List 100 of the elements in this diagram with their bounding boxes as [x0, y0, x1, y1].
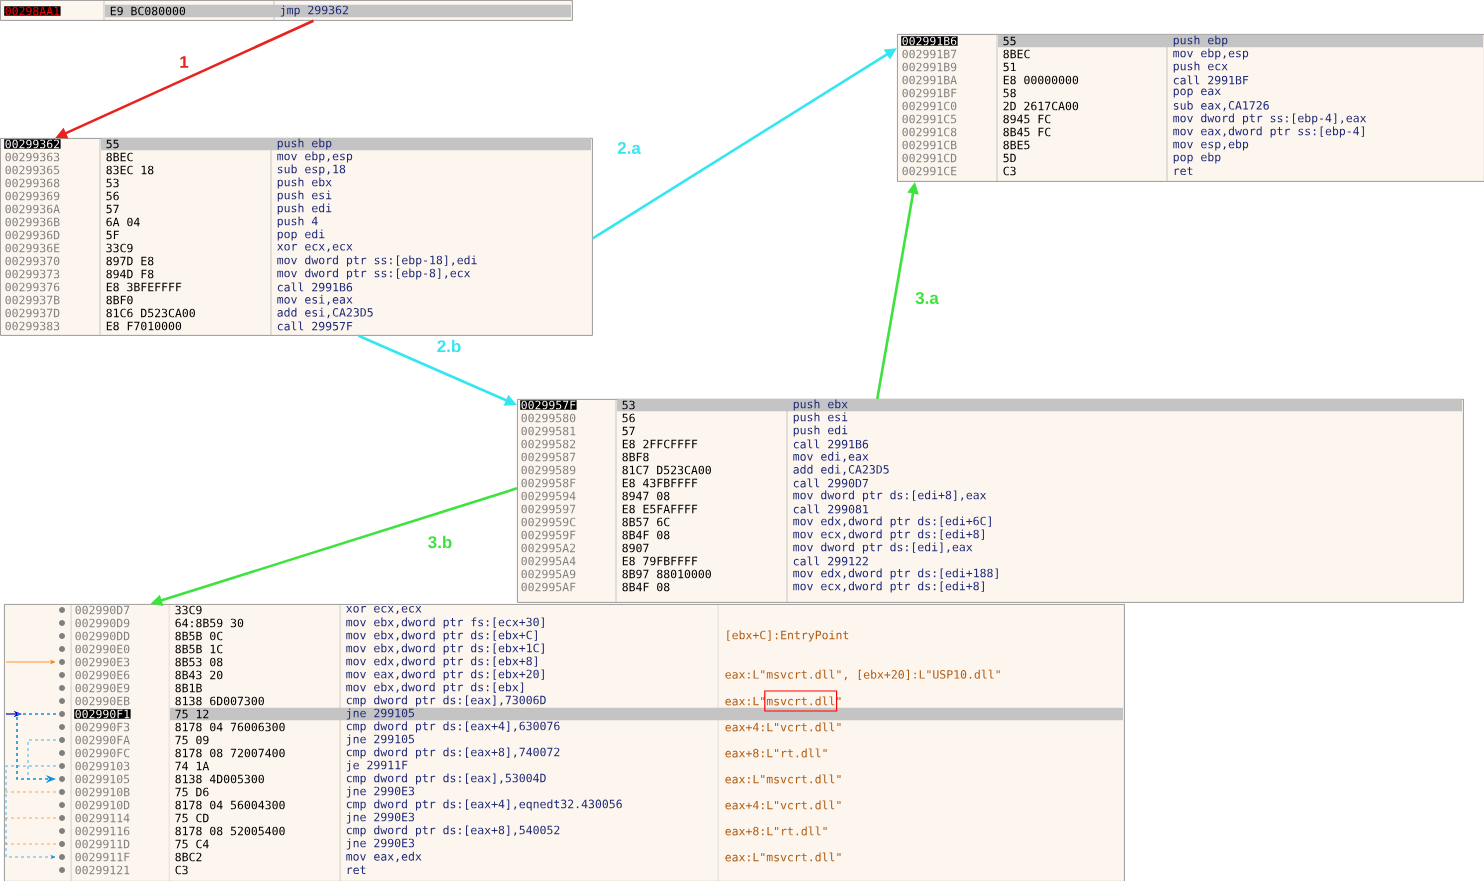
instruction: mov eax,dword ptr ds:[ebx+20]	[346, 669, 544, 681]
instruction: jne 2990E3	[346, 838, 415, 850]
instruction: cmp dword ptr ds:[eax],73006D	[346, 695, 546, 707]
hex-bytes: E8 E5FAFFFF	[622, 504, 698, 514]
instruction: call 29957F	[277, 321, 353, 331]
instruction: je 29911F	[346, 760, 408, 772]
hex-bytes: 8BF0	[106, 295, 133, 305]
address: 002991C8	[902, 127, 957, 137]
address: 002990F1	[74, 709, 131, 719]
address: 00299103	[75, 761, 130, 771]
instruction: mov edi,eax	[793, 451, 869, 463]
instruction: xor ecx,ecx	[277, 243, 353, 253]
instruction: call 2991BF	[1173, 75, 1249, 85]
hex-bytes: 8178 04 76006300	[175, 722, 285, 732]
address: 00299370	[5, 256, 60, 266]
instruction: mov dword ptr ss:[ebp-4],eax	[1173, 113, 1367, 125]
hex-bytes: 55	[1003, 36, 1016, 46]
address: 002990D7	[75, 605, 130, 615]
instruction: call 299081	[793, 504, 869, 514]
address: 002990D9	[75, 618, 130, 628]
hex-bytes: 8B45 FC	[1003, 127, 1051, 137]
comment: eax:L"msvcrt.dll", [ebx+20]:L"USP10.dll"	[725, 669, 1000, 681]
instruction: jne 299105	[346, 708, 414, 720]
instruction: jne 2990E3	[346, 786, 415, 798]
hex-bytes: 8B4F 08	[622, 582, 670, 592]
instruction: mov edx,dword ptr ds:[ebx+8]	[346, 656, 537, 668]
hex-bytes: 8945 FC	[1003, 114, 1051, 124]
address: 00298AA1	[4, 6, 61, 16]
address: 0029936E	[5, 243, 60, 253]
instruction: mov ebx,dword ptr fs:[ecx+30]	[346, 617, 544, 629]
instruction: mov dword ptr ds:[edi],eax	[793, 542, 973, 554]
hex-bytes: 81C7 D523CA00	[622, 465, 711, 475]
instruction: push esi	[793, 412, 848, 424]
hex-bytes: 8BF8	[622, 452, 649, 462]
instruction: pop eax	[1173, 88, 1221, 98]
instruction: mov esi,eax	[277, 294, 353, 306]
instruction: call 299122	[793, 556, 868, 566]
hex-bytes: 8178 04 56004300	[175, 800, 285, 810]
hex-bytes: 53	[622, 400, 635, 410]
instruction: ret	[1174, 166, 1193, 176]
hex-bytes: 8B43 20	[175, 670, 223, 680]
address: 00299589	[521, 465, 576, 475]
instruction: mov dword ptr ds:[edi+8],eax	[793, 490, 987, 502]
address: 0029911F	[75, 852, 130, 862]
address: 002990F3	[75, 722, 130, 732]
comment: eax+8:L"rt.dll"	[725, 748, 827, 758]
hex-bytes: 51	[1003, 62, 1016, 72]
address: 002991B7	[902, 49, 957, 59]
instruction: push ecx	[1173, 61, 1228, 73]
hex-bytes: 33C9	[106, 243, 133, 253]
instruction: add edi,CA23D5	[793, 464, 889, 476]
instruction: pop ebp	[1173, 152, 1221, 164]
hex-bytes: 8B4F 08	[622, 530, 670, 540]
instruction: cmp dword ptr ds:[eax+4],630076	[346, 721, 560, 733]
hex-bytes: 8BC2	[175, 852, 202, 862]
address: 002991BF	[902, 88, 957, 98]
address: 00299594	[521, 491, 576, 501]
address: 00299121	[75, 865, 130, 875]
address: 00299114	[75, 813, 130, 823]
hex-bytes: 897D E8	[106, 256, 154, 266]
address: 002991BA	[902, 75, 957, 85]
address: 002995A9	[521, 569, 576, 579]
hex-bytes: 5D	[1003, 153, 1016, 163]
hex-bytes: 58	[1003, 88, 1016, 98]
address: 002995AF	[521, 582, 576, 592]
instruction: mov edx,dword ptr ds:[edi+188]	[793, 568, 998, 580]
address: 002990E3	[75, 657, 130, 667]
address: 002990DD	[75, 631, 130, 641]
instruction: ret	[347, 865, 366, 875]
address: 00299105	[75, 774, 130, 784]
instruction: mov ebx,dword ptr ds:[ebx+1C]	[346, 643, 544, 655]
edge-label: 3.a	[913, 290, 941, 306]
address: 002990E0	[75, 644, 130, 654]
instruction: mov eax,edx	[346, 851, 422, 863]
hex-bytes: 8BEC	[106, 152, 133, 162]
hex-bytes: 8947 08	[622, 491, 670, 501]
comment: eax+8:L"rt.dll"	[725, 826, 827, 836]
address: 00299582	[521, 439, 576, 449]
instruction: push edi	[793, 425, 848, 437]
instruction: mov esp,ebp	[1173, 139, 1249, 151]
instruction: jne 2990E3	[346, 812, 415, 824]
address: 00299362	[4, 139, 61, 149]
hex-bytes: 8B1B	[175, 683, 202, 693]
hex-bytes: 8138 6D007300	[175, 696, 264, 706]
instruction: mov ebx,dword ptr ds:[ebx+C]	[346, 630, 537, 642]
address: 0029959F	[521, 530, 576, 540]
instruction: call 2991B6	[277, 282, 353, 292]
address: 0029958F	[521, 478, 576, 488]
hex-bytes: 8138 4D005300	[175, 774, 264, 784]
address: 00299373	[5, 269, 60, 279]
instruction: mov ebx,dword ptr ds:[ebx]	[346, 682, 524, 694]
hex-bytes: 57	[622, 426, 635, 436]
hex-bytes: E8 F7010000	[106, 321, 182, 331]
address: 00299587	[521, 452, 576, 462]
address: 00299369	[5, 191, 60, 201]
instruction: call 2991B6	[793, 439, 869, 449]
instruction: sub esp,18	[277, 164, 346, 176]
hex-bytes: 33C9	[175, 605, 202, 615]
hex-bytes: 75 CD	[175, 813, 209, 823]
address: 002991CD	[902, 153, 957, 163]
